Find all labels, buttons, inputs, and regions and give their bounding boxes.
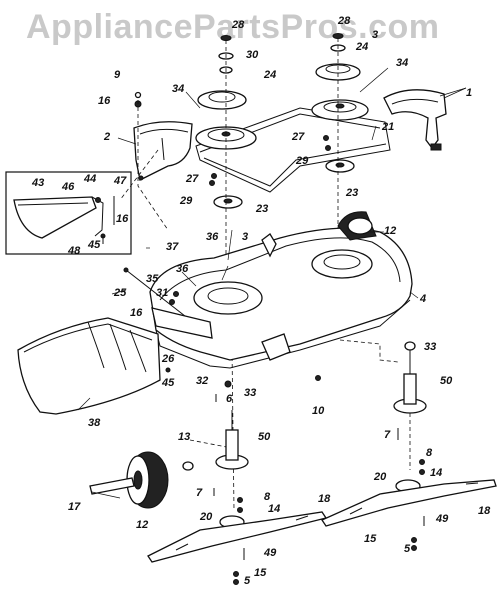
part-label-24a: 24 [263,69,276,81]
part-label-28a: 28 [231,19,245,31]
part-label-7b: 7 [384,429,391,441]
pulley-right [311,63,369,121]
part-label-20a: 20 [199,511,213,523]
spindle-left [215,410,249,529]
part-label-32: 32 [196,375,208,387]
discharge-deflector-right [383,89,447,151]
part-label-18a: 18 [318,493,331,505]
part-label-31: 31 [156,287,168,299]
hardware-top [134,33,346,186]
part-label-12a: 12 [384,225,396,237]
part-label-12b: 12 [136,519,148,531]
hinge-bracket [151,291,213,339]
part-label-44: 44 [83,173,96,185]
part-label-50a: 50 [440,375,453,387]
part-label-16a: 16 [98,95,111,107]
part-label-43: 43 [31,177,44,189]
part-label-33b: 33 [244,387,256,399]
part-label-29a: 29 [179,195,193,207]
part-label-36b: 36 [176,263,189,275]
part-label-28b: 28 [337,15,351,27]
part-label-37: 37 [166,241,179,253]
part-label-49b: 49 [435,513,449,525]
spindle-hubs [213,159,355,209]
part-label-1: 1 [466,87,472,99]
part-label-17: 17 [68,501,81,513]
leader-lines [77,67,467,499]
part-label-38: 38 [88,417,101,429]
part-label-15b: 15 [364,533,377,545]
part-label-48: 48 [67,245,81,257]
part-label-23a: 23 [255,203,268,215]
part-label-14b: 14 [430,467,442,479]
part-label-34b: 34 [396,57,408,69]
part-label-46: 46 [61,181,75,193]
part-label-4: 4 [419,293,426,305]
inset-detail-box [5,171,132,255]
part-label-16c: 16 [130,307,143,319]
part-label-18b: 18 [478,505,491,517]
watermark: AppliancePartsPros.com [26,8,440,46]
part-label-13: 13 [178,431,190,443]
mower-deck-housing [149,227,413,369]
part-label-49a: 49 [263,547,277,559]
part-label-45a: 45 [87,239,101,251]
part-label-30a: 30 [246,49,259,61]
part-label-2: 2 [103,131,110,143]
part-label-5a: 5 [244,575,251,587]
part-label-5b: 5 [404,543,411,555]
part-label-23b: 23 [345,187,358,199]
part-label-33a: 33 [424,341,436,353]
gauge-wheel [89,451,194,509]
part-label-15a: 15 [254,567,267,579]
part-label-27a: 27 [185,173,199,185]
deck-roller-upper [337,211,377,241]
blade-guard-left [133,121,193,181]
part-label-20b: 20 [373,471,387,483]
part-label-29b: 29 [295,155,309,167]
part-label-25: 25 [113,287,127,299]
part-label-34a: 34 [172,83,184,95]
drive-belt [195,107,391,193]
part-label-47: 47 [113,175,127,187]
part-label-9: 9 [114,69,121,81]
part-label-8b: 8 [426,447,433,459]
part-label-27b: 27 [291,131,305,143]
part-label-6: 6 [226,393,233,405]
part-label-24b: 24 [355,41,368,53]
part-label-36a: 36 [206,231,219,243]
part-label-7a: 7 [196,487,203,499]
part-label-16b: 16 [116,213,129,225]
part-label-8a: 8 [264,491,271,503]
part-label-3: 3 [242,231,248,243]
part-label-26: 26 [161,353,175,365]
part-label-21: 21 [381,121,394,133]
blade-right [321,479,497,527]
part-label-30b: 3 [372,29,378,41]
part-label-35: 35 [146,273,159,285]
part-labels: 1 2 3 4 5 5 6 7 7 8 8 9 10 12 12 13 14 1… [31,15,491,587]
part-label-45b: 45 [161,377,175,389]
part-label-14a: 14 [268,503,280,515]
hardware-bottom [165,367,425,585]
grass-chute [17,317,161,415]
part-label-50b: 50 [258,431,271,443]
part-label-10: 10 [312,405,325,417]
